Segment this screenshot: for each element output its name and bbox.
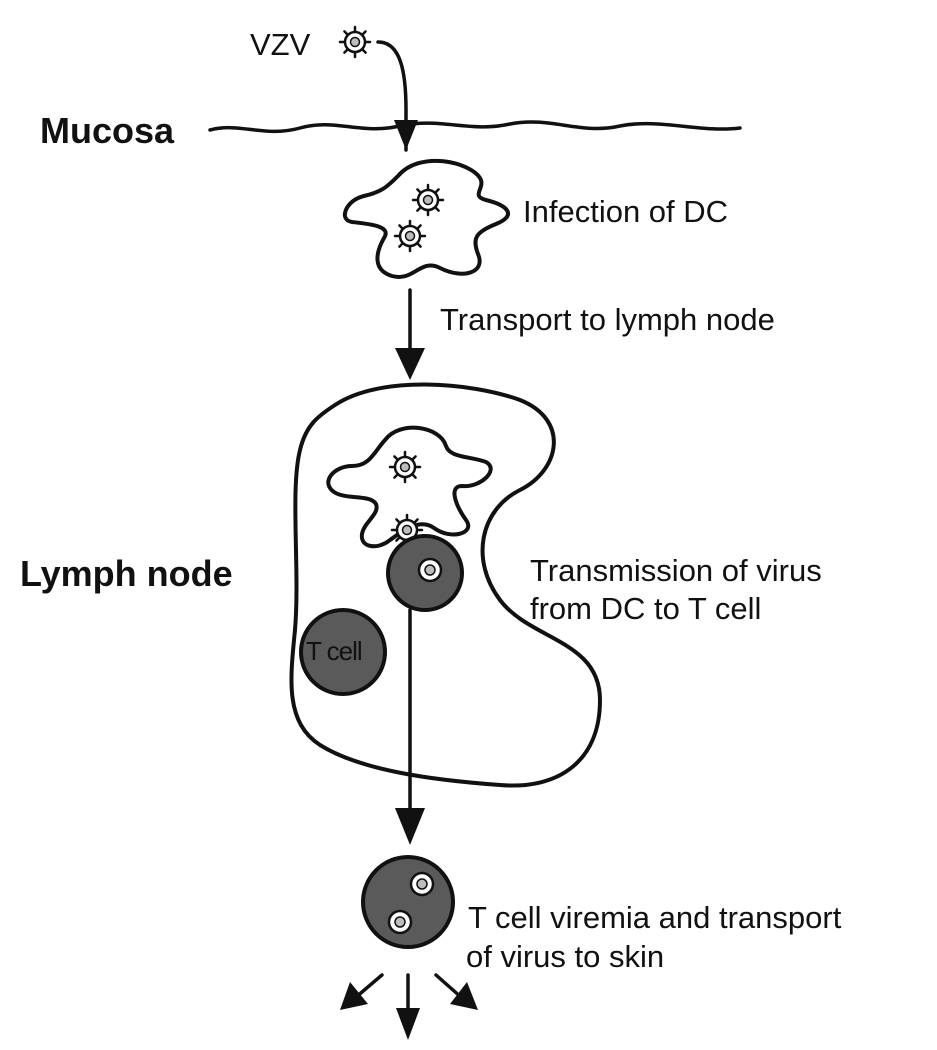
transport-arrowhead	[395, 348, 425, 380]
virion-in-viremic-t-cell-1-icon	[409, 871, 435, 897]
transmission-label-line2: from DC to T cell	[530, 591, 761, 626]
t-cell-label: T cell	[306, 636, 362, 666]
virion-in-t-cell-icon	[417, 557, 443, 583]
spread-arrow-center-head	[396, 1008, 420, 1040]
vzv-entry-arrow	[376, 40, 408, 152]
vzv-label: VZV	[250, 27, 311, 62]
spread-arrow-right-head	[450, 982, 478, 1010]
mucosa-label: Mucosa	[40, 110, 175, 151]
mucosa-line	[208, 120, 742, 134]
transport-to-lymph-node-label: Transport to lymph node	[440, 302, 775, 337]
t-cell	[299, 608, 387, 696]
viremia-label-line1: T cell viremia and transport	[468, 900, 842, 935]
vzv-virion-icon	[338, 25, 372, 59]
transmission-label-line1: Transmission of virus	[530, 553, 822, 588]
lymph-node-outline	[289, 382, 602, 788]
viremia-label-line2: of virus to skin	[466, 939, 664, 974]
infection-of-dc-label: Infection of DC	[523, 194, 728, 229]
virion-in-dc-2-icon	[393, 219, 427, 253]
virion-in-viremic-t-cell-2-icon	[387, 909, 413, 935]
viremic-t-cell	[361, 855, 455, 949]
dendritic-cell-in-lymph-node	[326, 425, 493, 549]
lymph-node-label: Lymph node	[20, 553, 233, 594]
egress-arrowhead	[395, 808, 425, 845]
dendritic-cell-infected	[342, 158, 510, 279]
spread-arrow-left-head	[340, 982, 368, 1010]
virion-in-ln-dc-icon	[388, 450, 422, 484]
virion-in-dc-1-icon	[411, 183, 445, 217]
